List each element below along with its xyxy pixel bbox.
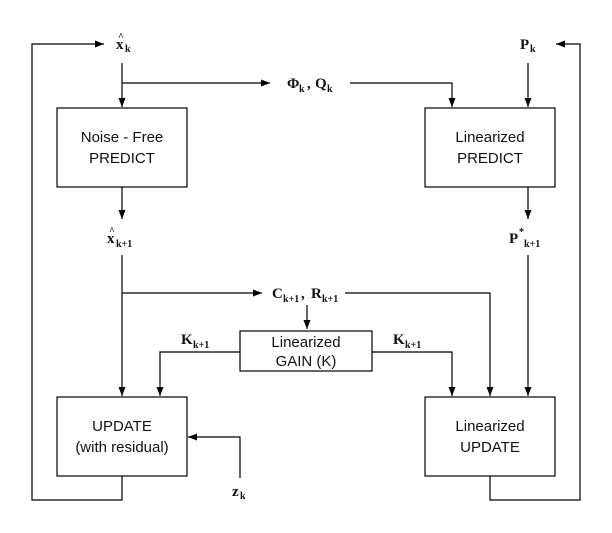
linearized-gain-line1: Linearized (271, 334, 340, 351)
linearized-update-box: Linearized UPDATE (424, 396, 556, 477)
edge-gain-to-update (156, 351, 240, 396)
update-residual-box: UPDATE (with residual) (56, 396, 188, 477)
noise-free-predict-box: Noise - Free PREDICT (56, 107, 188, 188)
c-r-separator: , (301, 286, 305, 302)
edge-c-r-to-linearized-update (345, 292, 494, 396)
c-sub: k+1 (283, 294, 299, 305)
noise-free-predict-line2: PREDICT (89, 150, 155, 167)
label-p-star-k1: P * k+1 (509, 227, 540, 250)
label-x-hat-k: x ^ k (116, 32, 131, 55)
label-x-hat-k1: x ^ k+1 (107, 226, 132, 250)
update-residual-line2: (with residual) (75, 439, 168, 456)
edge-zk-to-update (188, 433, 241, 478)
z-k-main: z (232, 484, 239, 500)
label-k-left: K k+1 (181, 332, 209, 351)
label-k-right: K k+1 (393, 332, 421, 351)
q-sub: k (327, 84, 333, 95)
x-hat-k-main: x (116, 37, 124, 53)
c-main: C (272, 286, 283, 302)
noise-free-predict-line1: Noise - Free (81, 129, 164, 146)
z-k-sub: k (240, 491, 246, 502)
x-hat-k1-hat: ^ (109, 226, 115, 237)
linearized-update-line2: UPDATE (460, 439, 520, 456)
phi-q-separator: , (307, 76, 311, 92)
k-right-sub: k+1 (405, 340, 421, 351)
update-residual-line1: UPDATE (92, 418, 152, 435)
k-left-sub: k+1 (193, 340, 209, 351)
feedback-right-loop (489, 40, 581, 501)
x-hat-k1-main: x (107, 231, 115, 247)
p-star-sub: k+1 (524, 239, 540, 250)
linearized-gain-line2: GAIN (K) (276, 353, 337, 370)
phi-main: Φ (287, 76, 299, 92)
r-sub: k+1 (322, 294, 338, 305)
phi-sub: k (299, 84, 305, 95)
p-star-main: P (509, 231, 518, 247)
k-left-main: K (181, 332, 193, 348)
k-right-main: K (393, 332, 405, 348)
label-phi-q: Φ k , Q k (287, 76, 333, 95)
p-k-main: P (520, 37, 529, 53)
label-c-r: C k+1 , R k+1 (272, 286, 338, 305)
x-hat-k-hat: ^ (118, 32, 124, 43)
feedback-left-loop (31, 40, 123, 501)
linearized-predict-line2: PREDICT (457, 150, 523, 167)
q-main: Q (315, 76, 327, 92)
edge-gain-to-linearized-update (372, 351, 456, 396)
label-z-k: z k (232, 484, 246, 502)
linearized-update-line1: Linearized (455, 418, 524, 435)
p-k-sub: k (530, 44, 536, 55)
label-p-k: P k (520, 37, 536, 55)
connectors (31, 40, 581, 501)
linearized-gain-box: Linearized GAIN (K) (239, 330, 373, 372)
x-hat-k-sub: k (125, 44, 131, 55)
linearized-predict-box: Linearized PREDICT (424, 107, 556, 188)
r-main: R (311, 286, 322, 302)
x-hat-k1-sub: k+1 (116, 239, 132, 250)
linearized-predict-line1: Linearized (455, 129, 524, 146)
p-star-sup: * (519, 227, 524, 238)
edge-phi-q-to-linearized-predict (350, 82, 456, 107)
